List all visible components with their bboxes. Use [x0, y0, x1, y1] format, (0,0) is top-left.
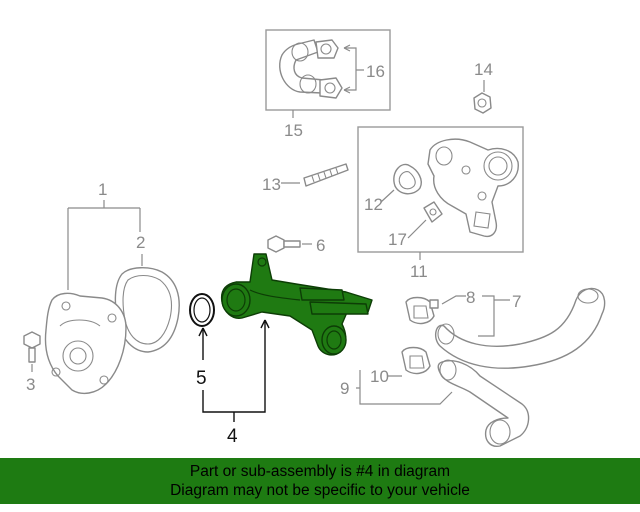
thermostat-housing-part-11: [427, 138, 519, 238]
clamp-part-16-lower: [319, 77, 343, 99]
stud-part-13: [303, 163, 349, 187]
banner-line-1: Part or sub-assembly is #4 in diagram: [189, 463, 451, 480]
leader-4-5: [198, 319, 270, 422]
callout-7: 7: [512, 292, 521, 311]
callout-11: 11: [410, 262, 428, 281]
callout-2: 2: [136, 233, 145, 252]
info-banner: Part or sub-assembly is #4 in diagram Di…: [0, 458, 640, 504]
water-outlet-part-4[interactable]: [220, 253, 373, 356]
clamp-part-16-upper: [315, 39, 339, 59]
leader-7-8: [441, 295, 510, 337]
nut-part-14: [473, 92, 492, 114]
callout-16: 16: [366, 62, 385, 81]
hose-part-7: [434, 287, 606, 369]
sensor-part-17: [423, 201, 443, 223]
callout-15: 15: [284, 121, 303, 140]
callout-4: 4: [227, 426, 238, 447]
leader-9-10: [356, 370, 453, 405]
bolt-part-3: [23, 331, 41, 363]
callout-1: 1: [98, 180, 107, 199]
callout-10: 10: [370, 367, 389, 386]
callout-13: 13: [262, 175, 281, 194]
callout-14: 14: [474, 60, 493, 79]
gasket-part-12: [393, 163, 422, 195]
hose-part-9: [437, 359, 530, 447]
hose-part-15: [279, 39, 325, 94]
callout-6: 6: [316, 236, 325, 255]
clamp-part-10: [401, 346, 431, 375]
o-ring-part-5: [189, 293, 215, 327]
callout-17: 17: [388, 230, 407, 249]
water-pump-part-1: [44, 292, 127, 395]
leader-16: [343, 44, 364, 94]
clamp-part-8: [405, 296, 439, 325]
callout-8: 8: [466, 288, 475, 307]
banner-line-2: Diagram may not be specific to your vehi…: [170, 482, 470, 499]
bolt-part-6: [267, 235, 301, 253]
callout-9: 9: [340, 379, 349, 398]
parts-diagram: 16 15 14 12 17 11 13 6: [23, 29, 606, 447]
callout-5: 5: [196, 368, 207, 389]
leader-1: [67, 200, 141, 290]
leader-17: [407, 219, 427, 239]
callout-12: 12: [364, 195, 383, 214]
leader-12: [380, 189, 395, 203]
callout-3: 3: [26, 375, 35, 394]
